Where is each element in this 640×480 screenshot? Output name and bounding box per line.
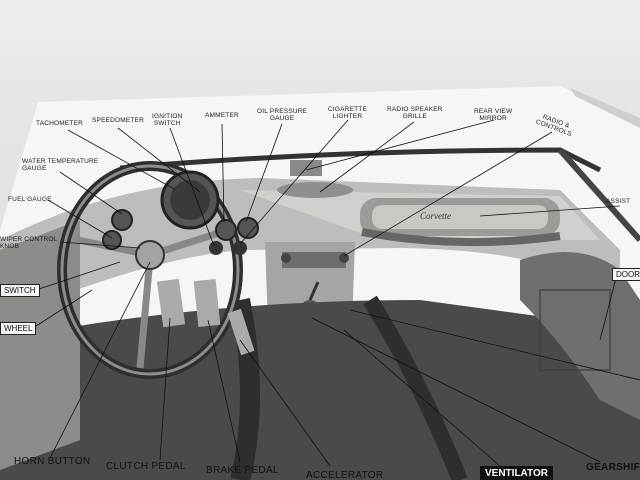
label-ammeter: AMMETER [205, 112, 239, 119]
label-fuel-gauge: FUEL GAUGE [8, 196, 52, 203]
leader-lines [29, 119, 640, 467]
speaker-grille [277, 182, 353, 198]
label-ignition-switch: IGNITION SWITCH [152, 113, 183, 127]
water-temp-dial [111, 209, 133, 231]
label-wiper-control-knob: WIPER CONTROL KNOB [0, 236, 58, 250]
label-cigarette-lighter: CIGARETTE LIGHTER [328, 106, 367, 120]
label-clutch-pedal: CLUTCH PEDAL [106, 461, 186, 472]
gauge-cluster [102, 170, 259, 255]
label-switch: SWITCH [0, 284, 40, 297]
label-oil-pressure-gauge: OIL PRESSURE GAUGE [257, 108, 308, 122]
glovebox-script: Corvette [420, 211, 451, 221]
left-door-panel [0, 220, 80, 470]
horn-button [135, 240, 165, 270]
assist-handle [361, 228, 561, 247]
label-radio-speaker-grille: RADIO SPEAKER GRILLE [387, 106, 443, 120]
label-speedometer: SPEEDOMETER [92, 117, 145, 124]
label-assist: ASSIST [606, 198, 631, 205]
oil-pressure-dial [237, 217, 259, 239]
brake-pedal [193, 278, 221, 328]
steering-wheel [57, 161, 243, 379]
ignition-switch [209, 241, 223, 255]
ammeter-dial [215, 219, 237, 241]
windshield-frame [119, 147, 602, 173]
label-water-temperature-gauge: WATER TEMPERATURE GAUGE [22, 158, 99, 172]
accelerator-pedal [227, 308, 255, 356]
floor-carpet [0, 300, 640, 480]
clutch-pedal [156, 278, 186, 328]
label-accelerator: ACCELERATOR [306, 470, 384, 480]
label-horn-button: HORN BUTTON [14, 456, 91, 467]
label-tachometer: TACHOMETER [36, 120, 84, 127]
label-rear-view-mirror: REAR VIEW MIRROR [474, 108, 513, 122]
radio-controls [282, 252, 346, 268]
label-brake-pedal: BRAKE PEDAL [206, 465, 279, 476]
label-door: DOOR [612, 268, 640, 281]
label-ventilator: VENTILATOR [480, 466, 553, 480]
cigarette-lighter [233, 241, 247, 255]
label-gearshift: GEARSHIFT [586, 462, 640, 473]
label-wheel: WHEEL [0, 322, 37, 335]
